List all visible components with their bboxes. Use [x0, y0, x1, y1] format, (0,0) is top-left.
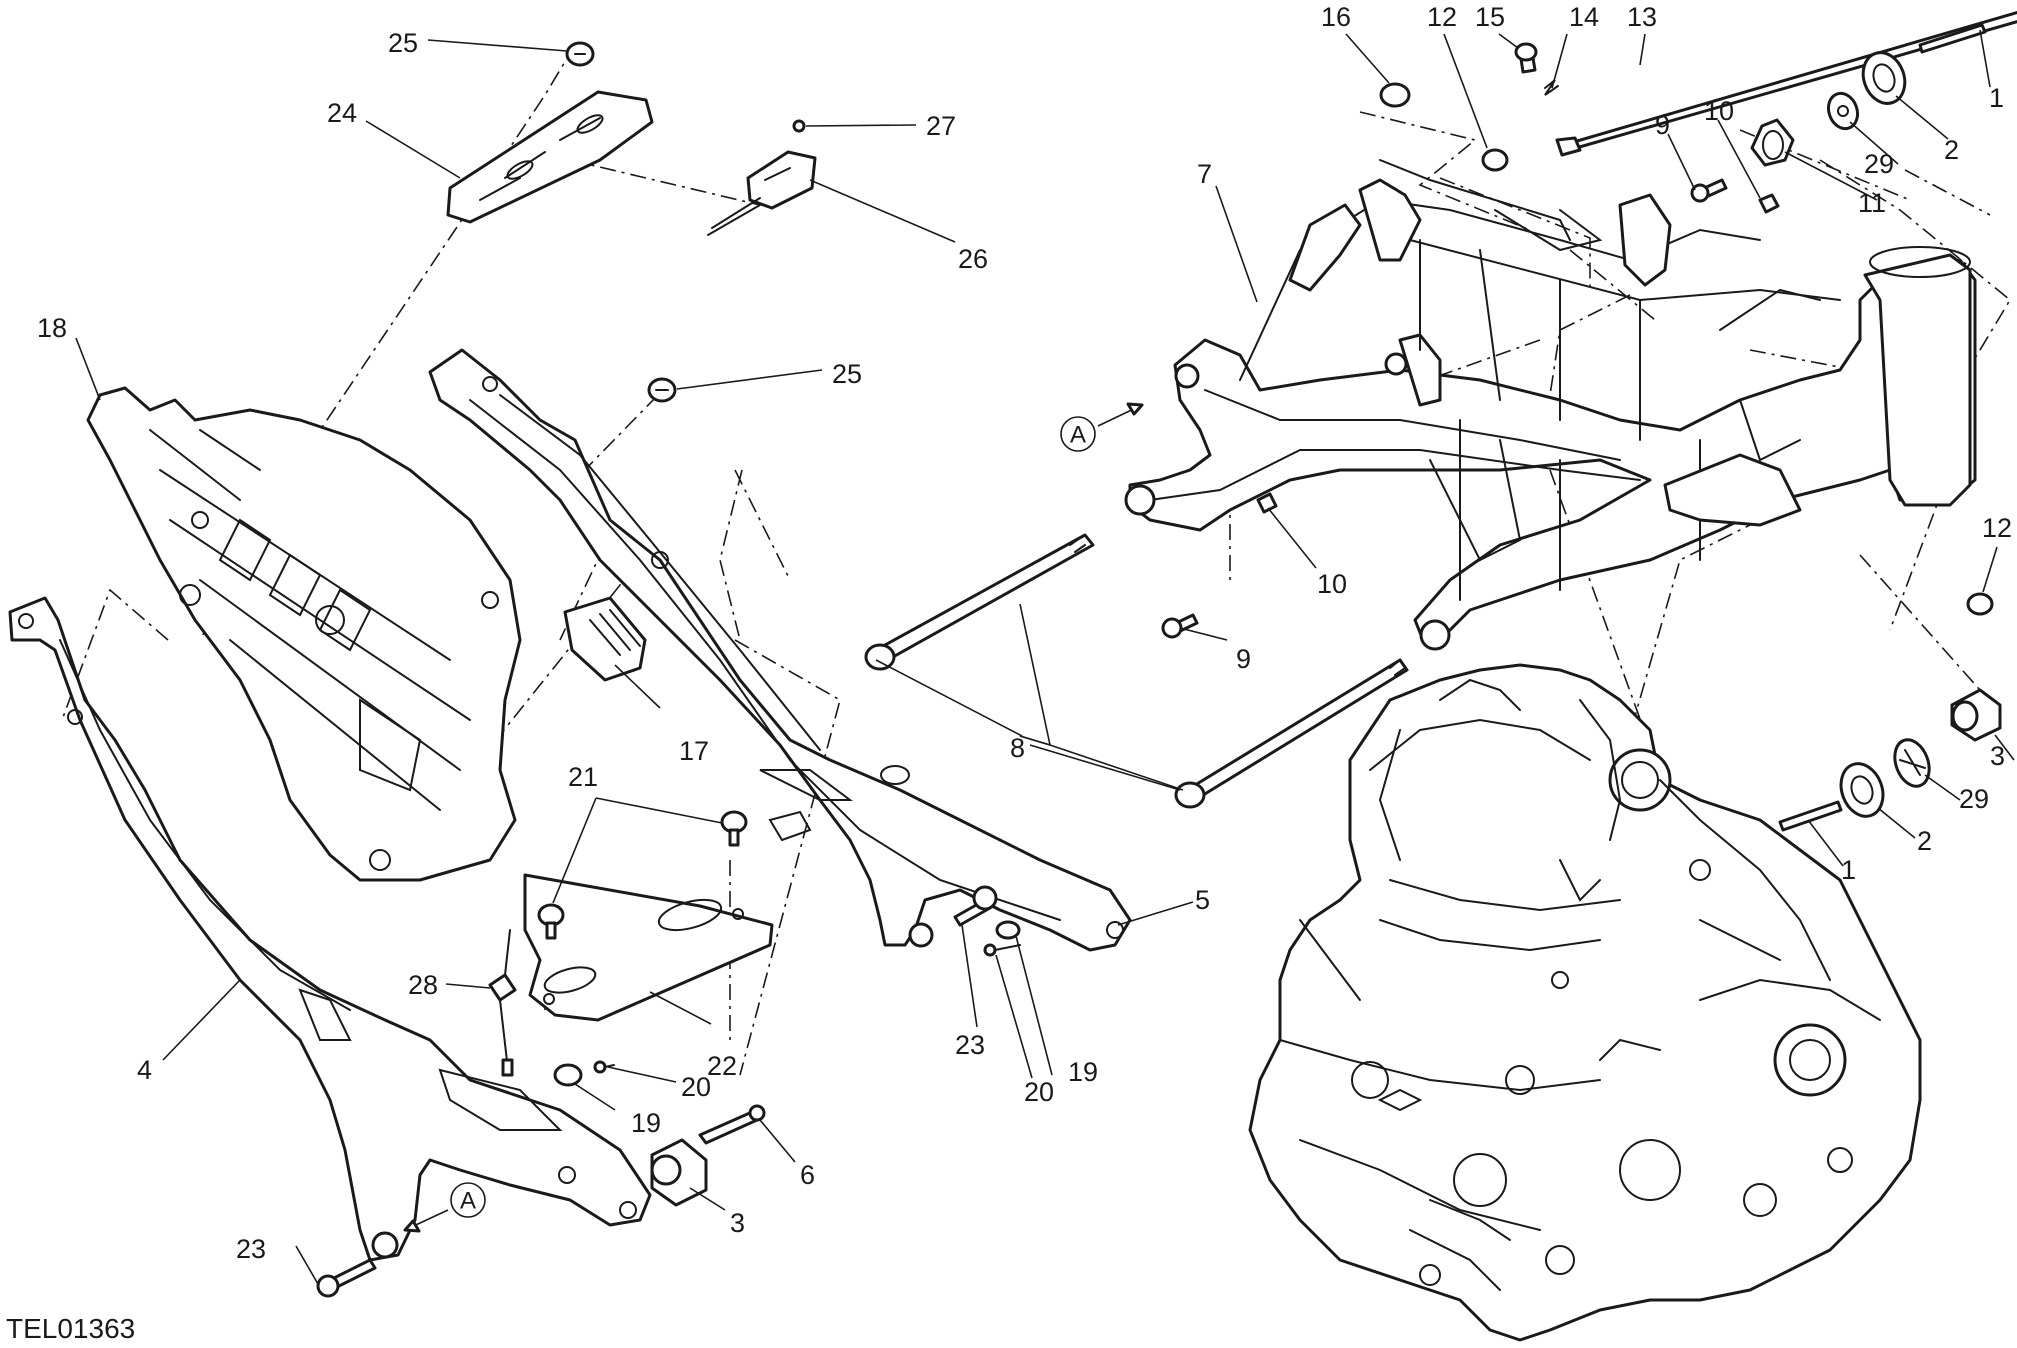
side-rail-4: [8, 596, 652, 1262]
callout-17: 17: [679, 736, 709, 766]
callout-1: 1: [1989, 83, 2004, 113]
callout-18: 18: [37, 313, 67, 343]
drawing-code: TEL01363: [6, 1313, 136, 1344]
callout-11: 11: [1858, 188, 1886, 218]
callout-9: 9: [1655, 110, 1670, 140]
grommet-16: [1379, 82, 1411, 108]
bracket-24: [446, 90, 654, 224]
spring-14: [1544, 79, 1559, 96]
leader-lines: [75, 29, 2015, 1285]
callout-25: 25: [388, 28, 418, 58]
callout-24: 24: [327, 98, 357, 128]
callout-28: 28: [408, 970, 438, 1000]
main-frame-7: [1124, 159, 1977, 651]
screws-21: [537, 810, 748, 940]
engine-block: [1248, 663, 1922, 1342]
callout-10: 10: [1317, 569, 1347, 599]
callout-4: 4: [137, 1055, 152, 1085]
clip-26: [707, 150, 817, 236]
nuts-10: [1256, 193, 1780, 514]
callout-20: 20: [1024, 1077, 1054, 1107]
callout-9: 9: [1236, 644, 1251, 674]
pad-17: [563, 596, 647, 682]
callout-12: 12: [1427, 2, 1457, 32]
callout-3: 3: [1990, 741, 2005, 771]
callout-19: 19: [1068, 1057, 1098, 1087]
callout-22: 22: [707, 1051, 737, 1081]
callout-8: 8: [1010, 733, 1025, 763]
mudguard-18: [86, 386, 522, 882]
callout-21: 21: [568, 762, 598, 792]
callout-14: 14: [1569, 2, 1599, 32]
callout-7: 7: [1197, 159, 1212, 189]
callout-6: 6: [800, 1160, 815, 1190]
reference-marker-label: A: [1070, 422, 1086, 449]
fasteners-19-20-23-middle: [953, 885, 1021, 957]
screw-25: [565, 41, 595, 67]
callout-13: 13: [1627, 2, 1657, 32]
spacer-3-lower: [650, 1138, 708, 1207]
reference-marker-upper: A: [1060, 402, 1144, 452]
callout-23: 23: [236, 1234, 266, 1264]
engine-mount-upper: [1750, 23, 1987, 167]
plate-22: [523, 873, 774, 1022]
cable-tie-28: [488, 929, 517, 1077]
callout-1: 1: [1841, 855, 1856, 885]
callout-2: 2: [1944, 135, 1959, 165]
callout-23: 23: [955, 1030, 985, 1060]
callout-12: 12: [1982, 513, 2012, 543]
bolt-6: [698, 1104, 766, 1145]
callout-10: 10: [1704, 96, 1734, 126]
callout-3: 3: [730, 1208, 745, 1238]
screw-25-second: [647, 377, 677, 403]
callout-25: 25: [832, 359, 862, 389]
callout-20: 20: [681, 1072, 711, 1102]
engine-mount-lower: [1778, 688, 2002, 832]
side-rail-5: [428, 348, 1132, 952]
callout-16: 16: [1321, 2, 1351, 32]
callout-29: 29: [1959, 784, 1989, 814]
callout-labels: 25 24 27 26 18 25 17 21 28 22 4 20 19 6 …: [37, 2, 2012, 1264]
callout-5: 5: [1195, 885, 1210, 915]
screw-15: [1514, 42, 1538, 74]
bushing-19-20-lower: [553, 1060, 615, 1087]
reference-marker-lower: A: [403, 1182, 486, 1233]
reference-marker-label: A: [460, 1188, 476, 1215]
screw-27: [792, 119, 806, 133]
callout-2: 2: [1917, 826, 1932, 856]
callout-15: 15: [1475, 2, 1505, 32]
callout-29: 29: [1864, 149, 1894, 179]
spindle-8: [864, 533, 1409, 809]
callout-26: 26: [958, 244, 988, 274]
callout-19: 19: [631, 1108, 661, 1138]
bolt-23-lower: [316, 1258, 377, 1298]
callout-27: 27: [926, 111, 956, 141]
nuts-12: [1481, 148, 1994, 616]
